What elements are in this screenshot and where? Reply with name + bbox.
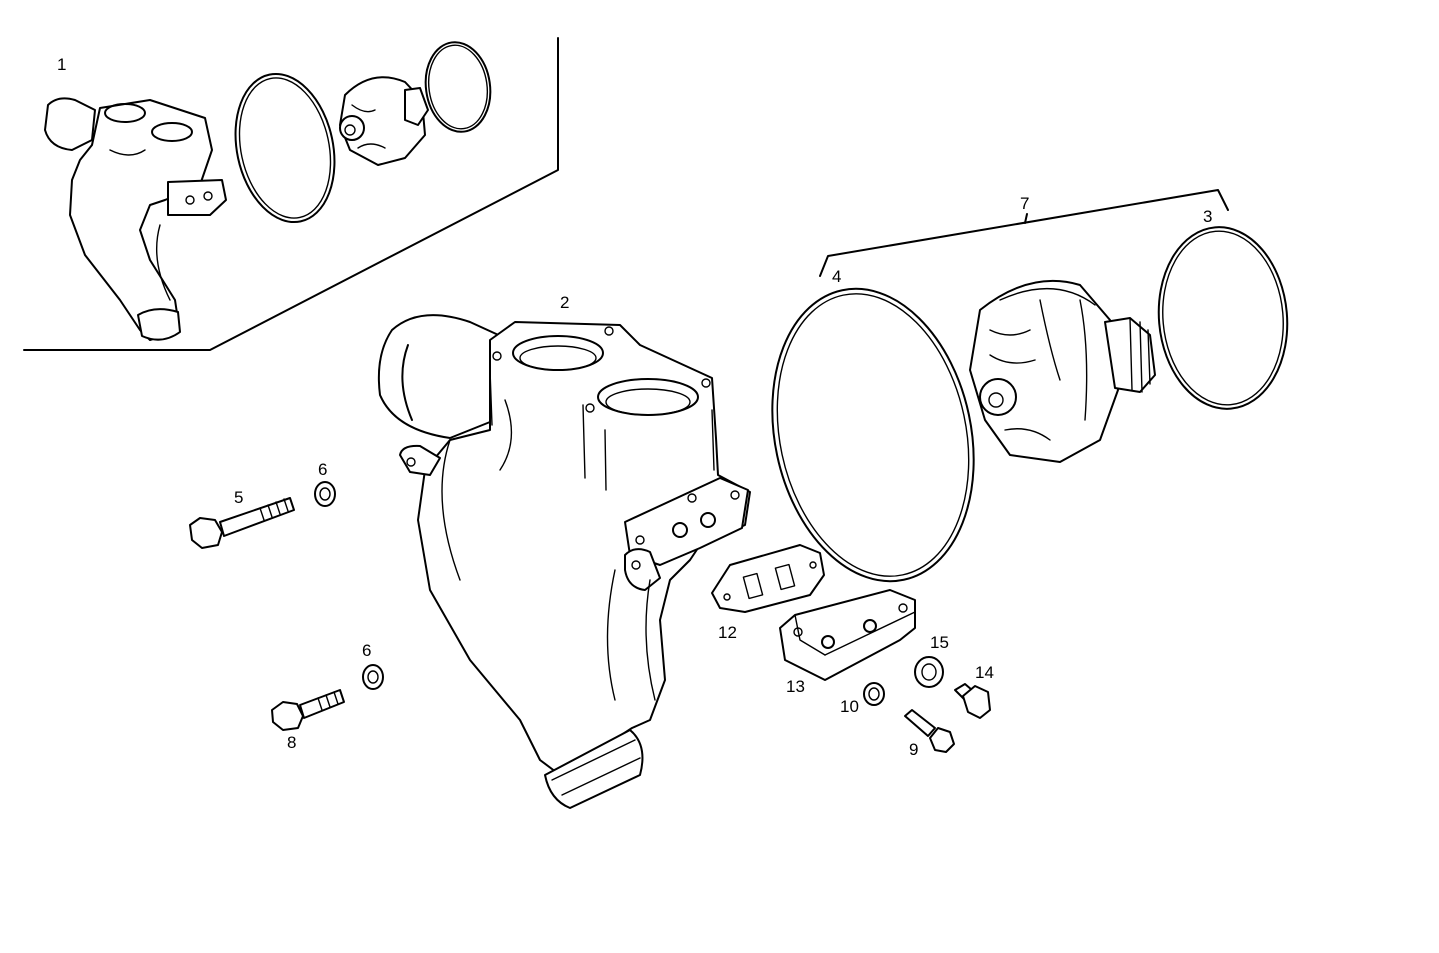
inset-o-ring-small	[424, 41, 492, 133]
bolt-long	[189, 497, 295, 549]
callout-1: 1	[57, 55, 66, 74]
washer-upper	[314, 481, 336, 507]
inset-pump-housing	[44, 97, 227, 341]
drain-plug	[954, 683, 991, 719]
adapter-plate	[779, 589, 916, 681]
inset-o-ring-large	[234, 72, 336, 224]
pump-housing	[377, 314, 751, 809]
callout-6-lower: 6	[362, 641, 371, 660]
flange-gasket	[711, 544, 825, 613]
washer-lower	[362, 664, 384, 690]
inset-o-ring-small-inner	[427, 44, 489, 130]
o-ring-large	[771, 287, 975, 583]
callout-9: 9	[909, 740, 918, 759]
group-bracket	[819, 189, 1229, 277]
callout-5: 5	[234, 488, 243, 507]
callout-4: 4	[832, 267, 841, 286]
callout-3: 3	[1203, 207, 1212, 226]
callout-12: 12	[718, 623, 737, 642]
o-ring-large-inner	[776, 293, 970, 577]
callout-14: 14	[975, 663, 994, 682]
screw-small	[904, 709, 955, 753]
inset-frame	[23, 37, 559, 351]
callout-8: 8	[287, 733, 296, 752]
callout-2: 2	[560, 293, 569, 312]
seal-ring	[914, 656, 944, 688]
impeller-assembly	[969, 279, 1156, 463]
group-bracket-tick	[1024, 213, 1028, 224]
inset-impeller	[339, 76, 429, 166]
washer-small	[863, 682, 885, 706]
inset-o-ring-large-inner	[238, 77, 332, 219]
callout-13: 13	[786, 677, 805, 696]
o-ring-small	[1157, 226, 1289, 410]
callout-6-upper: 6	[318, 460, 327, 479]
bolt-short	[271, 689, 345, 731]
callout-10: 10	[840, 697, 859, 716]
callout-15: 15	[930, 633, 949, 652]
o-ring-small-inner	[1162, 230, 1284, 406]
callout-7: 7	[1020, 194, 1029, 213]
